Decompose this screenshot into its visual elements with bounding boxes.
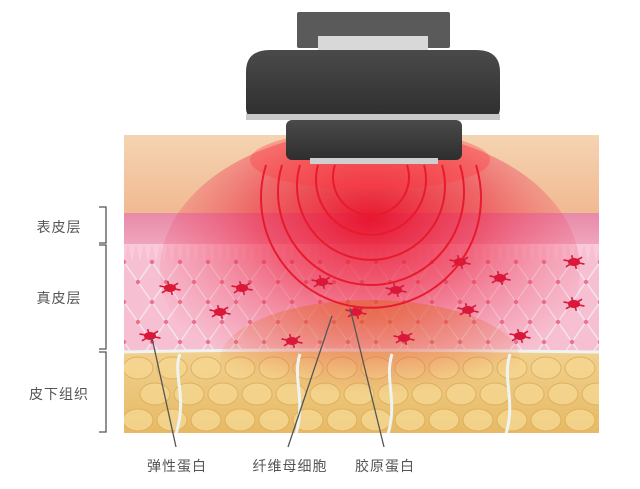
device-neck (318, 36, 428, 52)
leader-elastin (151, 337, 177, 448)
leader-collagen (349, 307, 385, 448)
fibroblast-cell (231, 280, 253, 296)
bracket-dermis (99, 244, 107, 350)
fibroblast-cell (385, 282, 407, 298)
annotation-lines (151, 307, 385, 448)
layer-brackets (99, 206, 107, 433)
fibroblast-cell (311, 274, 333, 290)
fibroblast-cell (159, 280, 181, 296)
device-electrode (310, 158, 438, 164)
rf-waves (260, 164, 482, 309)
label-dermis: 真皮层 (36, 291, 82, 307)
device-rim (246, 114, 500, 120)
label-epidermis: 表皮层 (36, 220, 82, 236)
label-subcutaneous: 皮下组织 (29, 387, 89, 403)
fibroblast-cell (457, 302, 479, 318)
heat-glow-fat (220, 300, 520, 420)
label-elastin: 弹性蛋白 (147, 459, 207, 475)
fat-septa (174, 353, 512, 433)
fibroblast-cell (139, 328, 161, 344)
device-body (246, 50, 500, 118)
fibroblast-cell (563, 296, 585, 312)
skin-block (124, 135, 599, 433)
fibroblast-cell (393, 330, 415, 346)
device-head (286, 120, 462, 160)
bracket-subcutaneous (99, 351, 107, 433)
fibroblast-cell (209, 304, 231, 320)
leader-fibroblast (287, 315, 333, 448)
rf-wave-3 (296, 164, 446, 261)
fibroblast-cell (281, 333, 303, 349)
bracket-epidermis (99, 206, 107, 244)
rf-wave-4 (277, 164, 465, 286)
label-collagen: 胶原蛋白 (355, 459, 415, 475)
fibroblast-cell (509, 328, 531, 344)
rf-wave-5 (260, 164, 482, 309)
rf-device (246, 12, 500, 164)
rf-wave-2 (315, 164, 427, 236)
fibroblast-cell (563, 254, 585, 270)
rf-wave-1 (332, 164, 410, 217)
fibroblast-cell (489, 270, 511, 286)
label-fibroblast: 纤维母细胞 (252, 459, 328, 475)
